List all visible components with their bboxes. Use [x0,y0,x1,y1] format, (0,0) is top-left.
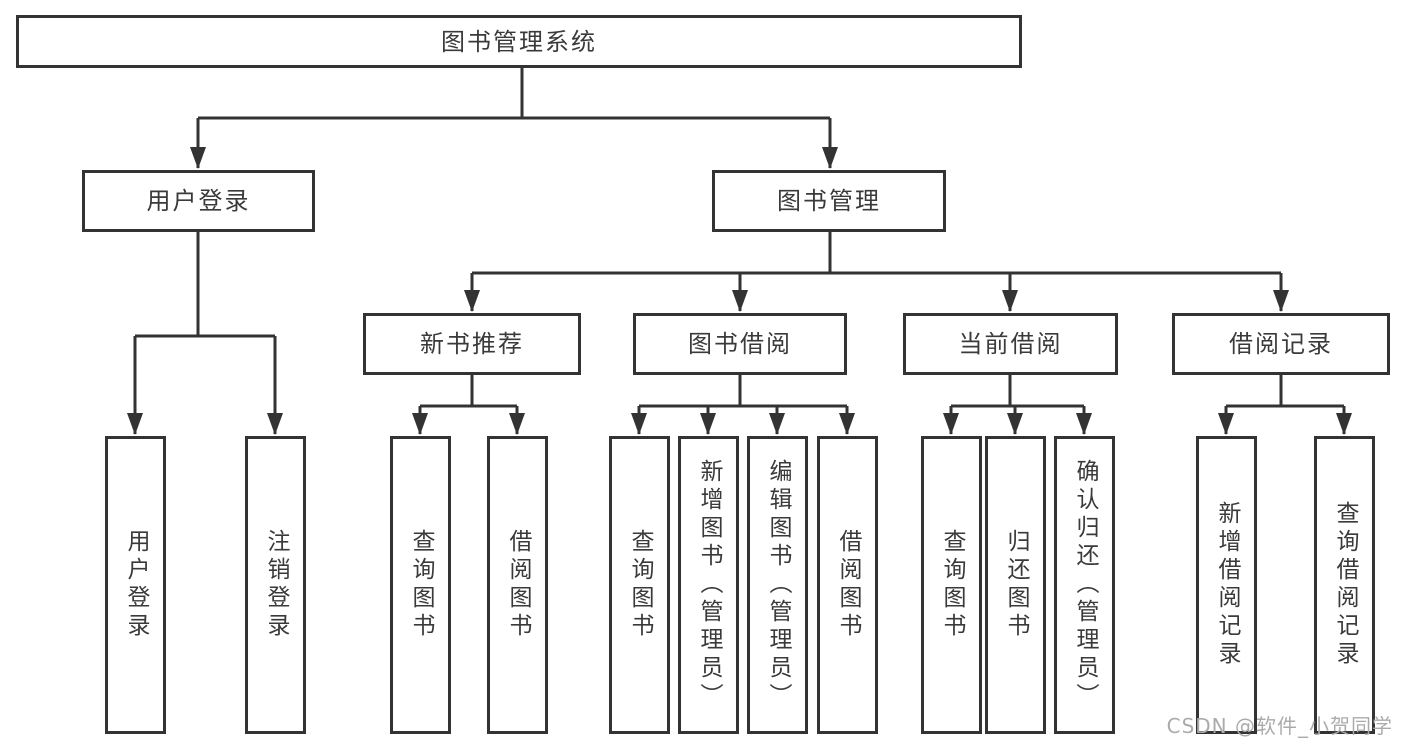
connector-records-to-leaves [1218,375,1352,435]
leaf-records-query-record: 查询借阅记录 [1314,436,1375,734]
node-book-borrow: 图书借阅 [633,313,847,375]
leaf-newbooks-borrow-books: 借阅图书 [487,436,548,734]
node-borrow-records: 借阅记录 [1172,313,1390,375]
node-current-borrow: 当前借阅 [903,313,1118,375]
connector-current-to-leaves [943,375,1092,435]
connector-user-to-leaves [127,232,283,435]
connector-book-to-groups [464,232,1289,312]
csdn-watermark: CSDN @软件_小贺同学 [1166,714,1393,738]
connector-borrow-to-leaves [631,375,855,435]
node-book-management: 图书管理 [712,170,946,232]
node-user-login-module: 用户登录 [82,170,315,232]
leaf-current-query-books: 查询图书 [921,436,982,734]
leaf-borrow-edit-books-admin: 编辑图书（管理员） [747,436,808,734]
connector-newbooks-to-leaves [412,375,525,435]
leaf-borrow-add-books-admin: 新增图书（管理员） [678,436,739,734]
leaf-current-return-books: 归还图书 [985,436,1046,734]
leaf-borrow-borrow-books: 借阅图书 [817,436,878,734]
node-root-system: 图书管理系统 [16,15,1022,68]
leaf-newbooks-query-books: 查询图书 [390,436,451,734]
leaf-borrow-query-books: 查询图书 [609,436,670,734]
leaf-user-login: 用户登录 [105,436,166,734]
leaf-records-add-record: 新增借阅记录 [1196,436,1257,734]
node-new-book-recommend: 新书推荐 [363,313,581,375]
leaf-current-confirm-return-admin: 确认归还（管理员） [1054,436,1115,734]
connector-root-to-level1 [190,68,838,169]
leaf-user-logout: 注销登录 [245,436,306,734]
